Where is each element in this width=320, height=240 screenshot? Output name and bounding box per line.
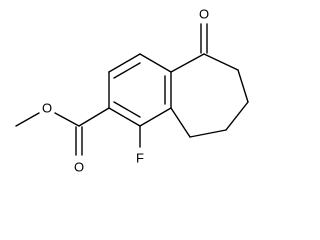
bond-arom-to-carbonyl bbox=[170, 53, 205, 73]
bond-ester-carbon-to-oxygen bbox=[54, 112, 80, 127]
bond-ring-top-right bbox=[139, 53, 172, 73]
fluorine-label: F bbox=[136, 151, 144, 166]
bond-ring-bottom-left-inner bbox=[113, 101, 141, 118]
bond-ring-bottom-right bbox=[139, 107, 172, 127]
ester-ether-oxygen-label: O bbox=[42, 101, 52, 116]
ketone-oxygen-label: O bbox=[199, 7, 209, 22]
bond-ch2-to-arom bbox=[170, 107, 191, 138]
bond-ring-top-left-inner bbox=[113, 62, 141, 79]
ester-carbonyl-oxygen-label: O bbox=[74, 160, 84, 175]
methyl-ester-group: O O bbox=[15, 101, 110, 175]
benzene-ring bbox=[108, 53, 172, 127]
bond-ch2-to-ch2-c bbox=[189, 129, 227, 138]
bond-ch2-to-ch2-a bbox=[237, 69, 249, 103]
bond-carbonyl-to-ch2 bbox=[203, 53, 239, 71]
fluoro-substituent: F bbox=[136, 125, 144, 166]
bond-ring-bottom-left bbox=[108, 107, 141, 127]
cycloheptanone-ring bbox=[170, 53, 249, 138]
bond-ring-to-ester-carbon bbox=[78, 107, 110, 127]
chemical-structure-diagram: O F O O bbox=[15, 7, 249, 175]
bond-ch2-to-ch2-b bbox=[225, 101, 249, 131]
bond-oxygen-to-methyl bbox=[15, 112, 40, 127]
bond-ring-top-left bbox=[108, 53, 141, 73]
ketone-group: O bbox=[199, 7, 209, 54]
